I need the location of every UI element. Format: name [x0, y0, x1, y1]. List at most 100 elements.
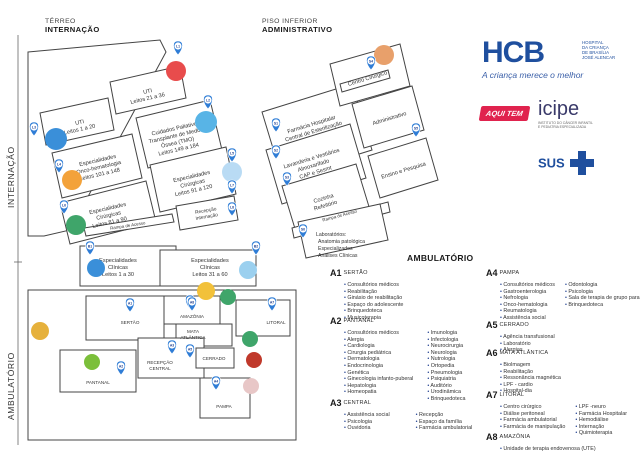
fish-illustration-1 — [45, 128, 67, 150]
pin-s4: S4 — [366, 55, 376, 71]
pin-a5: A5 — [185, 343, 195, 359]
pin-label: L7 — [230, 184, 234, 188]
room-uti2 — [109, 65, 187, 115]
pin-s2: S2 — [271, 144, 281, 160]
legend-item: LPF - cardio — [500, 382, 561, 389]
legend-item: Consultórios médicos — [500, 282, 555, 289]
mata-line2: ATLÂNTICA — [181, 334, 207, 340]
pin-l3: L3 — [29, 121, 39, 137]
pin-l8: L8 — [227, 201, 237, 217]
legend-a3-col2: RecepçãoEspaço da famíliaFarmácia ambula… — [416, 412, 473, 432]
legend-title: AMBULATÓRIO — [407, 253, 474, 263]
sertao-label: SERTÃO — [121, 319, 140, 325]
legend-a4-name: PAMPA — [499, 269, 520, 276]
legend-item: Urodinâmica — [427, 389, 465, 396]
turtle-illustration — [66, 215, 86, 235]
pantanal-label: PANTANAL — [86, 380, 110, 385]
legend-a2-col2: ImunologiaInfectologiaNeurocirurgiaNeuro… — [427, 330, 465, 403]
legend-item: Hemodiálise — [575, 417, 627, 424]
pin-label: S1 — [274, 122, 278, 126]
legend-item: Sala de terapia de grupo para pais — [565, 295, 640, 302]
legend-a4-col2: OdontologiaPsicologiaSala de terapia de … — [565, 282, 640, 322]
icipe-logo: icipe — [538, 98, 580, 120]
pin-s3: S3 — [282, 171, 292, 187]
icipe-brand: icipe INSTITUTO DO CÂNCER INFANTIL E PED… — [538, 98, 593, 129]
legend-item: Farmácia ambulatorial — [416, 425, 472, 432]
legend-item: Hospital-dia — [500, 388, 561, 395]
legend-item: Agência transfusional — [500, 334, 555, 341]
pin-b1: B1 — [85, 240, 95, 256]
inferior-wing — [261, 43, 439, 259]
uti-line1: UTI — [75, 119, 86, 127]
legend-item: LPF -neuro — [575, 404, 627, 411]
lizard-illustration — [31, 322, 49, 340]
legend-item: Cardiologia — [344, 343, 413, 350]
legend-item: Ouvidoria — [344, 425, 390, 432]
legend-a7-col1: Centro cirúrgicoDiálise peritonealFarmác… — [500, 404, 565, 437]
room-cirurgicas2 — [149, 146, 237, 213]
pin-label: A2 — [119, 365, 123, 369]
pin-label: A1 — [128, 302, 132, 306]
pin-label: L4 — [57, 163, 61, 167]
fish-illustration-2 — [195, 111, 217, 133]
pin-a8: A8 — [187, 296, 197, 312]
recepcao-int-line1: Recepção — [195, 206, 218, 216]
legend-item: Reumatologia — [500, 308, 555, 315]
pin-label: L3 — [32, 126, 36, 130]
legend-item: Neurologia — [427, 350, 465, 357]
legend-item: Auditório — [427, 383, 465, 390]
legend-a7-code: A7 — [486, 389, 498, 400]
face-illustration — [374, 45, 394, 65]
legend-a4-code: A4 — [486, 267, 498, 278]
legend-a1-code: A1 — [330, 267, 342, 278]
legend-item: Consultórios médicos — [344, 330, 413, 337]
legend-item: Recepção — [416, 412, 473, 419]
legend-item: Homeopatia — [344, 389, 413, 396]
uti2-line1: UTI — [143, 88, 154, 96]
legend-item: Laboratório — [500, 341, 555, 348]
pin-label: S4 — [369, 60, 373, 64]
leaf-illustration — [220, 289, 236, 305]
pin-l7: L7 — [227, 179, 237, 195]
room-ensino — [367, 137, 439, 199]
terreo-wing — [27, 39, 257, 287]
pin-label: A3 — [170, 344, 174, 348]
legend-a2-code: A2 — [330, 315, 342, 326]
pin-label: L1 — [176, 45, 180, 49]
pin-a1: A1 — [125, 297, 135, 313]
pin-label: S5 — [414, 127, 418, 131]
pin-label: A7 — [270, 301, 274, 305]
sheep-illustration — [243, 378, 259, 394]
legend-item: Alergia — [344, 337, 413, 344]
legend-item: Ginásio de reabilitação — [344, 295, 403, 302]
labs-list: Laboratórios: Anatomia patológica Especi… — [316, 232, 365, 259]
pin-b2: B2 — [251, 240, 261, 256]
pin-a3: A3 — [167, 339, 177, 355]
legend-a6-name: MATA ATLÂNTICA — [499, 349, 549, 356]
clinicas2-line3: Leitos 31 a 60 — [192, 272, 227, 278]
terreo-subtitle: INTERNAÇÃO — [45, 25, 100, 34]
pin-a4: A4 — [211, 375, 221, 391]
legend-item: Internação — [575, 424, 627, 431]
pin-label: S6 — [301, 228, 305, 232]
legend-a5-name: CERRADO — [499, 321, 529, 328]
legend-item: Ressonância magnética — [500, 375, 561, 382]
legend-a3-code: A3 — [330, 397, 342, 408]
cloud-illustration — [222, 162, 242, 182]
legend-item: Endocrinologia — [344, 363, 413, 370]
clinicas1-line1: Especialidades — [99, 258, 137, 264]
legend-a1-items: Consultórios médicosReabilitaçãoGinásio … — [344, 282, 403, 322]
sus-brand: SUS — [538, 150, 595, 176]
hcb-name-3: DE BRASÍLIA — [582, 50, 610, 55]
legend-item: Consultórios médicos — [344, 282, 403, 289]
pin-label: L6 — [62, 204, 66, 208]
inferior-header: PISO INFERIOR ADMINISTRATIVO — [262, 18, 332, 35]
bird-illustration-2 — [197, 282, 215, 300]
legend-a3-col1: Assistência socialPsicologiaOuvidoria — [344, 412, 390, 432]
tree-illustration — [242, 331, 258, 347]
room-cerrado — [195, 347, 235, 369]
